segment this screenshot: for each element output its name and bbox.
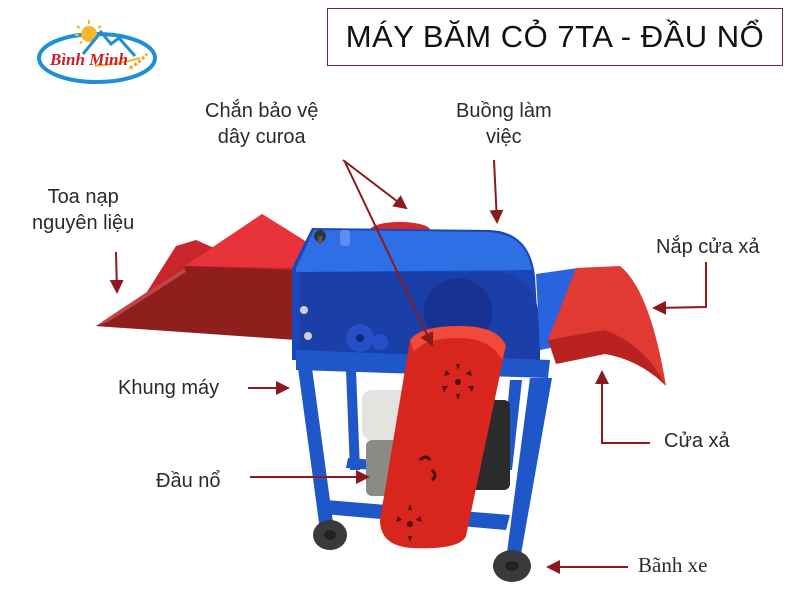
callout-arrows xyxy=(109,159,707,574)
machine-body xyxy=(292,228,540,360)
label-feed-tray-line1: Toa nạp xyxy=(47,186,119,208)
label-belt-guard: Chắn bảo vệ dây curoa xyxy=(205,98,318,150)
belt-guard xyxy=(380,326,506,549)
label-work-chamber: Buồng làm việc xyxy=(456,98,552,150)
page-title: MÁY BĂM CỎ 7TA - ĐẦU NỔ xyxy=(327,8,783,66)
feed-tray xyxy=(96,214,310,340)
label-outlet: Cửa xả xyxy=(664,430,730,452)
brand-logo xyxy=(35,18,160,88)
label-belt-guard-line2: dây curoa xyxy=(217,126,306,148)
brand-name: Bình Minh xyxy=(50,50,128,69)
label-feed-tray: Toa nạp nguyên liệu xyxy=(32,184,134,236)
label-outlet-cover: Nắp cửa xả xyxy=(656,236,760,258)
sun-mountain-wheat-logo-icon xyxy=(37,20,157,84)
label-belt-guard-line1: Chắn bảo vệ xyxy=(205,100,319,122)
label-engine: Đầu nổ xyxy=(156,470,221,492)
label-wheel: Bãnh xe xyxy=(638,553,708,577)
label-feed-tray-line2: nguyên liệu xyxy=(32,212,135,234)
wheels xyxy=(313,520,531,582)
label-frame: Khung máy xyxy=(118,377,220,399)
label-work-chamber-line1: Buồng làm xyxy=(456,100,552,122)
outlet-chute xyxy=(536,266,666,386)
label-work-chamber-line2: việc xyxy=(486,126,522,148)
